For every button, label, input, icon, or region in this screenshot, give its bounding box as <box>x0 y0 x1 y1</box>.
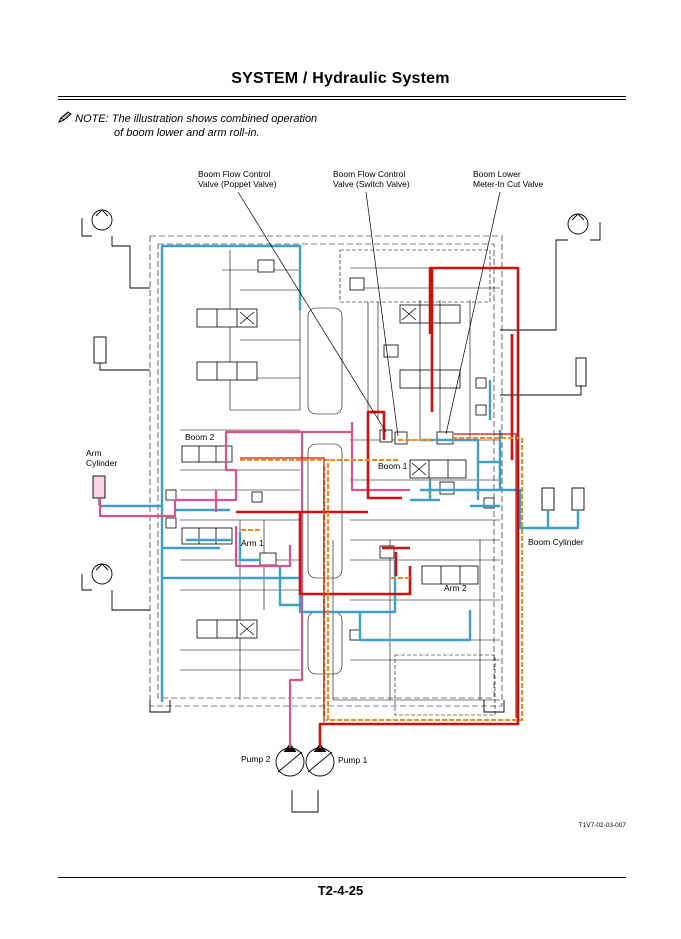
callout-switch-line1: Boom Flow Control <box>333 169 406 179</box>
travel-motor-right-upper-icon <box>567 213 589 235</box>
boom-cylinder-right-icon <box>571 487 585 511</box>
tank-icon <box>291 790 319 813</box>
pencil-note-icon <box>57 111 72 123</box>
pump-2-icon <box>275 743 305 777</box>
footer-rule <box>58 877 626 878</box>
boom-cylinder-left-icon <box>541 487 555 511</box>
spool-valve-bucket <box>399 369 461 389</box>
label-arm-1: Arm 1 <box>241 538 264 548</box>
callout-meter-in-line1: Boom Lower <box>473 169 521 179</box>
spool-valve-arm1 <box>181 527 233 545</box>
label-arm-cylinder-line2: Cylinder <box>86 458 118 468</box>
note-line-1: NOTE: The illustration shows combined op… <box>75 113 318 125</box>
callout-leaders <box>237 191 501 437</box>
switch-valve <box>394 431 408 445</box>
pump2-circuit <box>98 422 410 748</box>
callout-switch-valve: Boom Flow Control Valve (Switch Valve) <box>333 169 410 189</box>
callout-meter-in-line2: Meter-In Cut Valve <box>473 179 544 189</box>
header-rule-thin <box>58 99 626 100</box>
travel-motor-left-lower-icon <box>91 563 113 585</box>
pump-1-icon <box>305 743 335 777</box>
page-number: T2-4-25 <box>317 883 364 898</box>
spool-valve-boom2 <box>181 445 233 463</box>
note-line-2: of boom lower and arm roll-in. <box>114 127 260 139</box>
meter-in-cut-valve <box>436 431 454 445</box>
label-boom-2: Boom 2 <box>185 432 215 442</box>
label-arm-cylinder-line1: Arm <box>86 448 102 458</box>
travel-motor-left-upper-icon <box>91 209 113 231</box>
control-valve-outline <box>149 235 503 707</box>
spool-valve-boom1 <box>409 459 467 479</box>
label-pump-2: Pump 2 <box>241 754 271 764</box>
callout-poppet-valve: Boom Flow Control Valve (Poppet Valve) <box>198 169 277 189</box>
page-title: SYSTEM / Hydraulic System <box>231 70 450 87</box>
figure-code: T1V7-02-03-007 <box>578 822 626 829</box>
label-arm-2: Arm 2 <box>444 583 467 593</box>
note: NOTE: The illustration shows combined op… <box>57 111 318 140</box>
header-rule <box>58 96 626 97</box>
label-boom-cylinder: Boom Cylinder <box>528 537 584 547</box>
callout-switch-line2: Valve (Switch Valve) <box>333 179 410 189</box>
spool-valve-swing <box>196 361 258 381</box>
label-boom-1: Boom 1 <box>378 461 408 471</box>
label-pump-1: Pump 1 <box>338 755 368 765</box>
swing-motor-cylinder-icon <box>93 336 150 371</box>
spool-valve-travel-1 <box>196 308 258 328</box>
spool-valve-arm2 <box>421 565 479 585</box>
spool-valve-travel-2 <box>196 619 258 639</box>
return-circuit <box>100 244 580 702</box>
center-passage-upper <box>307 307 343 415</box>
label-arm-cylinder: Arm Cylinder <box>86 448 117 468</box>
callout-meter-in-cut-valve: Boom Lower Meter-In Cut Valve <box>473 169 543 189</box>
bucket-cylinder-icon <box>500 357 587 396</box>
callout-poppet-line2: Valve (Poppet Valve) <box>198 179 277 189</box>
callout-poppet-line1: Boom Flow Control <box>198 169 271 179</box>
